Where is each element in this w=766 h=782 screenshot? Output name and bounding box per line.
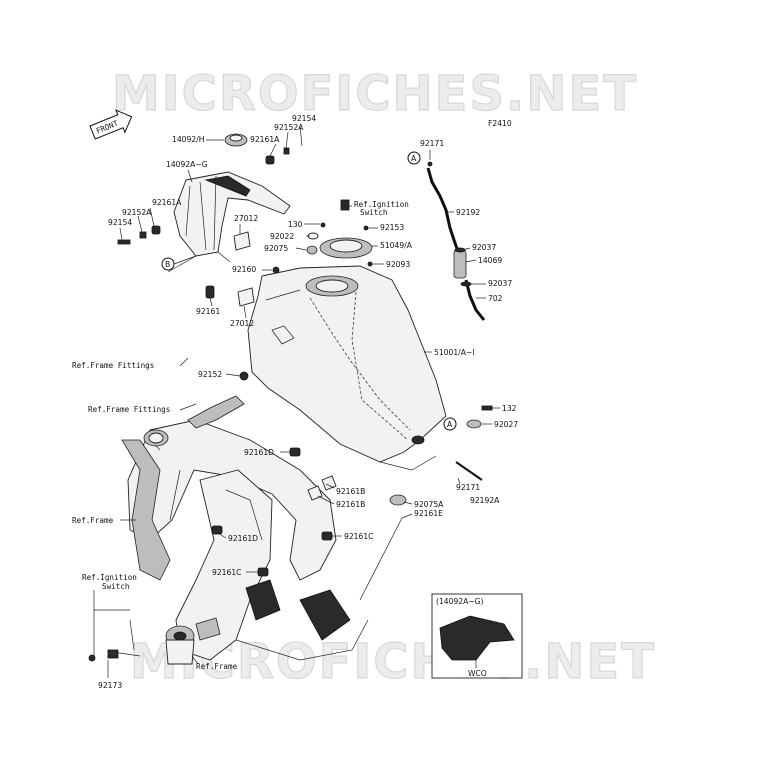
label-92192a: 92192A (470, 496, 500, 505)
sticker-27012-icon (233, 231, 255, 307)
label-ref-frame-fittings-1: Ref.Frame Fittings (72, 361, 154, 370)
label-92161d-b: 92161D (228, 534, 258, 543)
label-130: 130 (288, 220, 303, 229)
label-ref-ignition-1: Ref.Ignition (354, 200, 409, 209)
svg-text:B: B (165, 260, 170, 269)
inset-variant-box: (14092A~G) WCO (431, 593, 523, 679)
label-92161-left: 92161 (196, 307, 220, 316)
label-92171-top: 92171 (420, 139, 444, 148)
grommet-icon (117, 147, 290, 299)
label-14092a-g: 14092A~G (166, 160, 208, 169)
label-14069: 14069 (478, 256, 502, 265)
watermark-top: MICROFICHES.NET (112, 66, 638, 122)
label-92161d-a: 92161D (244, 448, 274, 457)
label-ref-ignition-2: Ref.Ignition (82, 573, 137, 582)
label-92161b-a: 92161B (336, 487, 365, 496)
label-92161c-b: 92161C (212, 568, 241, 577)
label-27012-a: 27012 (234, 214, 258, 223)
label-14092h: 14092/H (172, 135, 204, 144)
circle-a-marker-top: A (407, 151, 421, 165)
label-51001: 51001/A~I (434, 348, 475, 357)
inset-title: (14092A~G) (436, 597, 484, 606)
label-92171-bottom: 92171 (456, 483, 480, 492)
label-92152a-left: 92152A (122, 208, 152, 217)
label-92161b-b: 92161B (336, 500, 365, 509)
inset-caption: WCO (468, 669, 487, 678)
label-92075: 92075 (264, 244, 288, 253)
label-27012-b: 27012 (230, 319, 254, 328)
label-92161c-a: 92161C (344, 532, 373, 541)
label-92192: 92192 (456, 208, 480, 217)
svg-text:A: A (447, 420, 453, 429)
front-arrow-icon: FRONT (89, 109, 133, 140)
label-51049: 51049/A (380, 241, 413, 250)
circle-a-marker-right: A (443, 417, 457, 431)
label-92161a-left: 92161A (152, 198, 182, 207)
side-cover-illustration (167, 171, 291, 273)
label-92093: 92093 (386, 260, 410, 269)
label-702: 702 (488, 294, 503, 303)
label-92037-a: 92037 (472, 243, 496, 252)
label-92154-left: 92154 (108, 218, 132, 227)
label-92161a-top: 92161A (250, 135, 280, 144)
filler-cap-51049-icon (272, 199, 373, 274)
circle-b-marker: B (161, 257, 175, 271)
label-ref-ignition-1-switch: Switch (360, 208, 387, 217)
label-92037-b: 92037 (488, 279, 512, 288)
svg-text:A: A (411, 154, 417, 163)
label-92160: 92160 (232, 265, 256, 274)
leader-lines (93, 125, 500, 678)
ignition-switch-illustration (88, 617, 221, 665)
label-ref-ignition-2-switch: Switch (102, 582, 129, 591)
label-92153: 92153 (380, 223, 404, 232)
label-92022: 92022 (270, 232, 294, 241)
part-labels: 14092/H 92154 92152A 92161A 14092A~G 921… (72, 114, 518, 690)
label-92027: 92027 (494, 420, 518, 429)
cap-14092h-icon (224, 133, 248, 147)
fuel-hose-illustration (426, 161, 486, 321)
label-92161e: 92161E (414, 509, 443, 518)
label-ref-frame-fittings-2: Ref.Frame Fittings (88, 405, 170, 414)
label-92152: 92152 (198, 370, 222, 379)
label-ref-frame-1: Ref.Frame (72, 516, 114, 525)
frame-illustration (121, 395, 369, 661)
tank-mount-hardware (239, 371, 493, 506)
label-92152a-top: 92152A (274, 123, 304, 132)
label-92173: 92173 (98, 681, 122, 690)
fuel-tank-illustration (247, 265, 447, 471)
label-ref-frame-2: Ref.Frame (196, 662, 238, 671)
label-132: 132 (502, 404, 517, 413)
figure-code: F2410 (488, 119, 512, 128)
label-92154-top: 92154 (292, 114, 316, 123)
label-92075a: 92075A (414, 500, 444, 509)
